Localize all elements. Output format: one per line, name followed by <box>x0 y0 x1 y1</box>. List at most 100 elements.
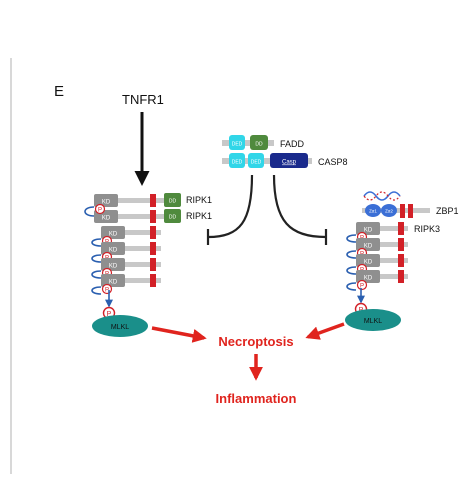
ripk1-dd-1 <box>164 193 181 207</box>
right-ripk3-link-loop <box>346 234 357 243</box>
ripk3-label: RIPK3 <box>414 224 440 234</box>
right-ripk3-backbone <box>356 274 408 279</box>
zbp1-rhim-1 <box>400 204 405 218</box>
left-ripk3-rhim <box>150 258 156 271</box>
left-ripk3-link-loop <box>91 286 102 295</box>
ripk1-dd-text-2: DD <box>169 215 177 221</box>
left-ripk3-kd-text: KD <box>109 248 118 254</box>
left-ripk3-p-text: P <box>105 288 109 294</box>
right-ripk3-link-loop <box>346 250 357 259</box>
casp8-backbone <box>222 158 312 164</box>
inhibit-left-curve <box>207 174 254 239</box>
casp8-casp-text: Casp <box>282 160 297 166</box>
right-ripk3-rhim <box>398 270 404 283</box>
left-ripk3-stack: KDPKDPKDPKDP <box>91 226 161 295</box>
right-ripk3-backbone <box>356 242 408 247</box>
fadd-ded-text: DED <box>232 142 243 148</box>
left-ripk3-link-loop <box>91 254 102 263</box>
casp8-casp-domain <box>270 153 308 168</box>
ripk1-link-loop <box>84 206 95 217</box>
fadd-label: FADD <box>280 139 305 149</box>
zbp1-label: ZBP1 <box>436 206 459 216</box>
zbp1-za2-text: Zα2 <box>385 209 393 214</box>
right-ripk3-kd-text: KD <box>364 276 373 282</box>
ripk1-dd-text-1: DD <box>169 199 177 205</box>
zbp1-za2-domain <box>381 204 397 217</box>
zbp1-rhim-2 <box>408 204 413 218</box>
left-ripk3-rhim <box>150 242 156 255</box>
inflammation-label: Inflammation <box>216 391 297 406</box>
left-ripk3-link-loop <box>91 270 102 279</box>
left-ripk3-rhim <box>150 274 156 287</box>
left-ripk3-kd-domain <box>101 226 125 239</box>
ripk1-rhim-1 <box>150 194 156 207</box>
ripk1-kd-text-2: KD <box>102 216 111 222</box>
fadd-protein: DED DD <box>222 135 274 150</box>
left-mlkl-protein <box>92 315 148 337</box>
right-ripk3-stack: KDPKDPKDPKDP <box>346 222 408 291</box>
ripk1-kd-1 <box>94 194 118 207</box>
left-ripk3-backbone <box>101 262 161 267</box>
ripk1-backbone-2 <box>94 214 164 219</box>
casp8-ded-text-2: DED <box>251 160 262 166</box>
left-ripk3-kd-domain <box>101 242 125 255</box>
ripk1-kd-text-1: KD <box>102 200 111 206</box>
right-ripk3-kd-domain <box>356 254 380 267</box>
casp8-ded-text-1: DED <box>232 160 243 166</box>
zbp1-nucleic-acid-2 <box>363 191 401 201</box>
right-ripk3-link-loop <box>346 282 357 291</box>
left-ripk3-kd-text: KD <box>109 264 118 270</box>
left-necroptosis-arrow <box>151 326 207 343</box>
right-ripk3-kd-text: KD <box>364 260 373 266</box>
fadd-ded-domain <box>229 135 245 150</box>
tnfr1-label: TNFR1 <box>122 92 164 107</box>
ripk1-p-text: P <box>98 208 102 214</box>
ripk1-label-2: RIPK1 <box>186 211 212 221</box>
zbp1-nucleic-acid <box>363 191 401 201</box>
right-ripk3-rhim <box>398 254 404 267</box>
right-mlkl-protein <box>345 309 401 331</box>
fadd-dd-text: DD <box>255 142 263 148</box>
zbp1-za1-domain <box>365 204 381 217</box>
panel-label: E <box>54 83 64 100</box>
zbp1-za1-text: Zα1 <box>369 209 377 214</box>
necroptosis-label: Necroptosis <box>218 334 293 349</box>
right-ripk3-backbone <box>356 226 408 231</box>
left-ripk3-backbone <box>101 230 161 235</box>
casp8-protein: DED DED Casp <box>222 153 312 168</box>
zbp1-protein: Zα1 Zα2 <box>362 191 430 218</box>
ripk1-complex: KD DD KD DD P <box>84 193 181 223</box>
left-ripk3-link-loop <box>91 238 102 247</box>
ripk1-label-1: RIPK1 <box>186 195 212 205</box>
ripk1-dd-2 <box>164 209 181 223</box>
right-ripk3-p-text: P <box>360 284 364 290</box>
casp8-ded-domain-2 <box>248 153 264 168</box>
right-ripk3-backbone <box>356 258 408 263</box>
left-mlkl-p-text: P <box>107 311 112 318</box>
left-mlkl-label: MLKL <box>111 324 129 331</box>
left-ripk3-rhim <box>150 226 156 239</box>
right-ripk3-link-loop <box>346 266 357 275</box>
left-ripk3-kd-text: KD <box>109 280 118 286</box>
left-ripk3-kd-domain <box>101 258 125 271</box>
casp8-ded-domain-1 <box>229 153 245 168</box>
inhibit-right-curve <box>272 174 327 239</box>
right-ripk3-rhim <box>398 238 404 251</box>
ripk1-rhim-2 <box>150 210 156 223</box>
fadd-backbone <box>222 140 274 146</box>
right-ripk3-kd-text: KD <box>364 244 373 250</box>
left-ripk3-kd-text: KD <box>109 232 118 238</box>
right-ripk3-rhim <box>398 222 404 235</box>
right-mlkl-label: MLKL <box>364 318 382 325</box>
right-ripk3-p-badge <box>356 279 368 291</box>
ripk1-backbone-1 <box>94 198 164 203</box>
right-ripk3-kd-domain <box>356 270 380 283</box>
right-necroptosis-arrow <box>305 322 345 340</box>
casp8-label: CASP8 <box>318 157 348 167</box>
right-ripk3-kd-domain <box>356 222 380 235</box>
ripk1-p-badge <box>94 203 106 215</box>
left-ripk3-kd-domain <box>101 274 125 287</box>
right-ripk3-kd-domain <box>356 238 380 251</box>
